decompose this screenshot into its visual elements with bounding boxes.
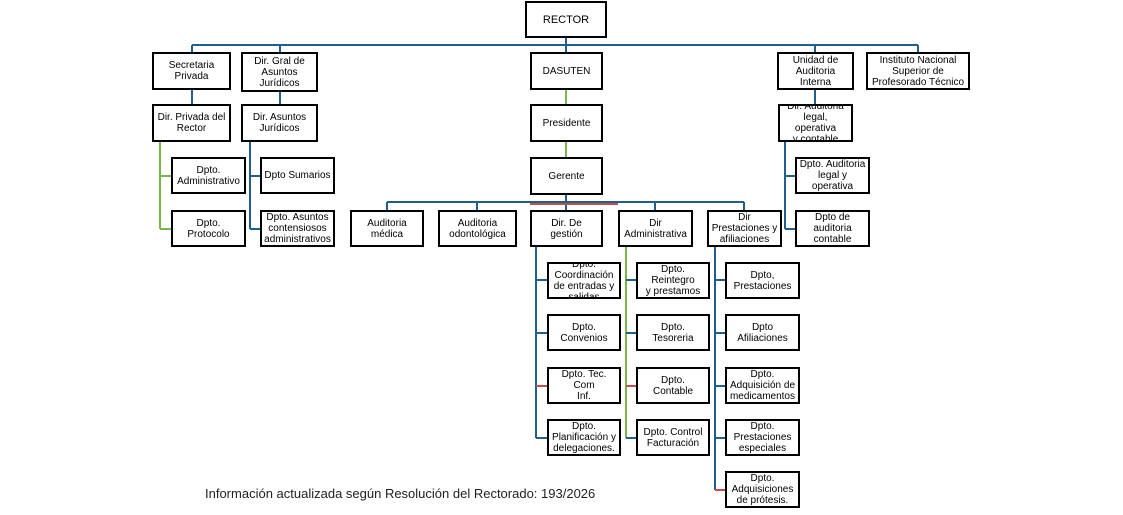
node-label: Dpto. Control Facturación (643, 426, 703, 449)
node-dpto-sumarios: Dpto Sumarios (260, 157, 335, 194)
node-label: Dpto. Coordinación de entradas y salidas (553, 262, 615, 299)
node-dpto-administrativo: Dpto. Administrativo (171, 157, 246, 194)
node-dpto-adq-protesis: Dpto. Adquisiciones de prótesis. (725, 471, 800, 508)
node-dpto-planificacion: Dpto. Planificación y delegaciones. (547, 419, 621, 456)
node-dasuten: DASUTEN (530, 52, 603, 90)
node-dir-administrativa: Dir Administrativa (618, 210, 693, 247)
node-dpto-prestaciones-especiales: Dpto. Prestaciones especiales (725, 419, 800, 456)
node-label: Dir Administrativa (624, 217, 687, 240)
node-label: Dpto. Adquisición de medicamentos (729, 369, 796, 402)
node-dpto-reintegro: Dpto. Reintegro y prestamos (636, 262, 710, 299)
node-label: Presidente (542, 117, 591, 129)
node-label: Dpto. Asuntos contensiosos administrativ… (264, 212, 331, 245)
node-label: Dir. Gral de Asuntos Jurídicos (254, 55, 305, 89)
node-label: Dpto. Protocolo (187, 217, 230, 240)
node-dpto-asuntos-contensiosos: Dpto. Asuntos contensiosos administrativ… (260, 210, 335, 247)
node-label: Dir Prestaciones y afiliaciones (711, 212, 778, 245)
node-label: Gerente (548, 170, 585, 182)
node-label: Dpto. Planificación y delegaciones. (552, 421, 616, 454)
node-dpto-auditoria-contable: Dpto de auditoria contable (795, 210, 870, 247)
node-label: Dpto. Tec. Com Inf. (561, 369, 607, 402)
node-instituto: Instituto Nacional Superior de Profesora… (866, 52, 970, 90)
node-rector: RECTOR (525, 1, 607, 38)
node-label: Dpto Sumarios (264, 170, 331, 181)
node-label: Dpto Afiliaciones (737, 321, 788, 344)
node-label: Instituto Nacional Superior de Profesora… (871, 54, 965, 88)
node-dir-auditoria-legal: Dir. Auditoria legal, operativa y contab… (778, 104, 853, 142)
node-dir-asuntos-juridicos: Dir. Asuntos Jurídicos (241, 104, 318, 142)
node-label: Dpto. Convenios (560, 321, 608, 344)
node-dir-privada: Dir. Privada del Rector (152, 104, 231, 142)
node-unidad-auditoria: Unidad de Auditoria Interna (777, 52, 854, 90)
node-label: Dir. Auditoria legal, operativa y contab… (787, 104, 844, 142)
node-dir-gestion: Dir. De gestión (530, 210, 603, 247)
node-label: Dpto. Adquisiciones de prótesis. (731, 473, 794, 506)
node-dpto-convenios: Dpto. Convenios (547, 314, 621, 351)
node-dpto-afiliaciones: Dpto Afiliaciones (725, 314, 800, 351)
node-label: Dpto de auditoria contable (813, 212, 852, 245)
node-dpto-contable: Dpto. Contable (636, 367, 710, 404)
node-dpto-coordinacion: Dpto. Coordinación de entradas y salidas (547, 262, 621, 299)
node-dpto-tesoreria: Dpto. Tesoreria (636, 314, 710, 351)
node-dpto-protocolo: Dpto. Protocolo (171, 210, 246, 247)
node-dpto-control: Dpto. Control Facturación (636, 419, 710, 456)
node-label: Dpto. Tesoreria (652, 321, 694, 344)
node-dpto-prestaciones: Dpto, Prestaciones (725, 262, 800, 299)
node-presidente: Presidente (530, 104, 603, 142)
footer-note: Información actualizada según Resolución… (205, 486, 596, 501)
node-dpto-tec-com: Dpto. Tec. Com Inf. (547, 367, 621, 404)
connector-lines (159, 38, 919, 491)
node-label: Dpto, Prestaciones (733, 269, 792, 292)
node-label: Dpto. Reintegro y prestamos (645, 264, 701, 297)
node-label: DASUTEN (542, 65, 591, 77)
node-label: Auditoria médica (367, 217, 407, 240)
node-secretaria: Secretaria Privada (152, 52, 231, 90)
node-dpto-adq-medicamentos: Dpto. Adquisición de medicamentos (725, 367, 800, 404)
node-dir-gral-juridicos: Dir. Gral de Asuntos Jurídicos (241, 52, 318, 92)
node-dpto-auditoria-legal: Dpto. Auditoria legal y operativa (795, 157, 870, 194)
node-dir-prestaciones: Dir Prestaciones y afiliaciones (707, 210, 782, 247)
node-label: Dpto. Auditoria legal y operativa (799, 159, 866, 192)
node-label: Auditoria odontológica (449, 217, 506, 240)
node-label: Dpto. Administrativo (177, 164, 240, 187)
node-label: Dpto. Prestaciones especiales (733, 421, 792, 454)
node-label: RECTOR (542, 13, 590, 26)
node-gerente: Gerente (530, 157, 603, 195)
node-label: Secretaria Privada (168, 60, 215, 82)
node-label: Unidad de Auditoria Interna (792, 54, 839, 88)
node-label: Dir. Asuntos Jurídicos (252, 112, 307, 134)
node-label: Dir. De gestión (550, 217, 583, 240)
node-label: Dpto. Contable (652, 374, 694, 397)
node-auditoria-odontologica: Auditoria odontológica (438, 210, 517, 247)
node-auditoria-medica: Auditoria médica (350, 210, 424, 247)
node-label: Dir. Privada del Rector (157, 112, 226, 134)
